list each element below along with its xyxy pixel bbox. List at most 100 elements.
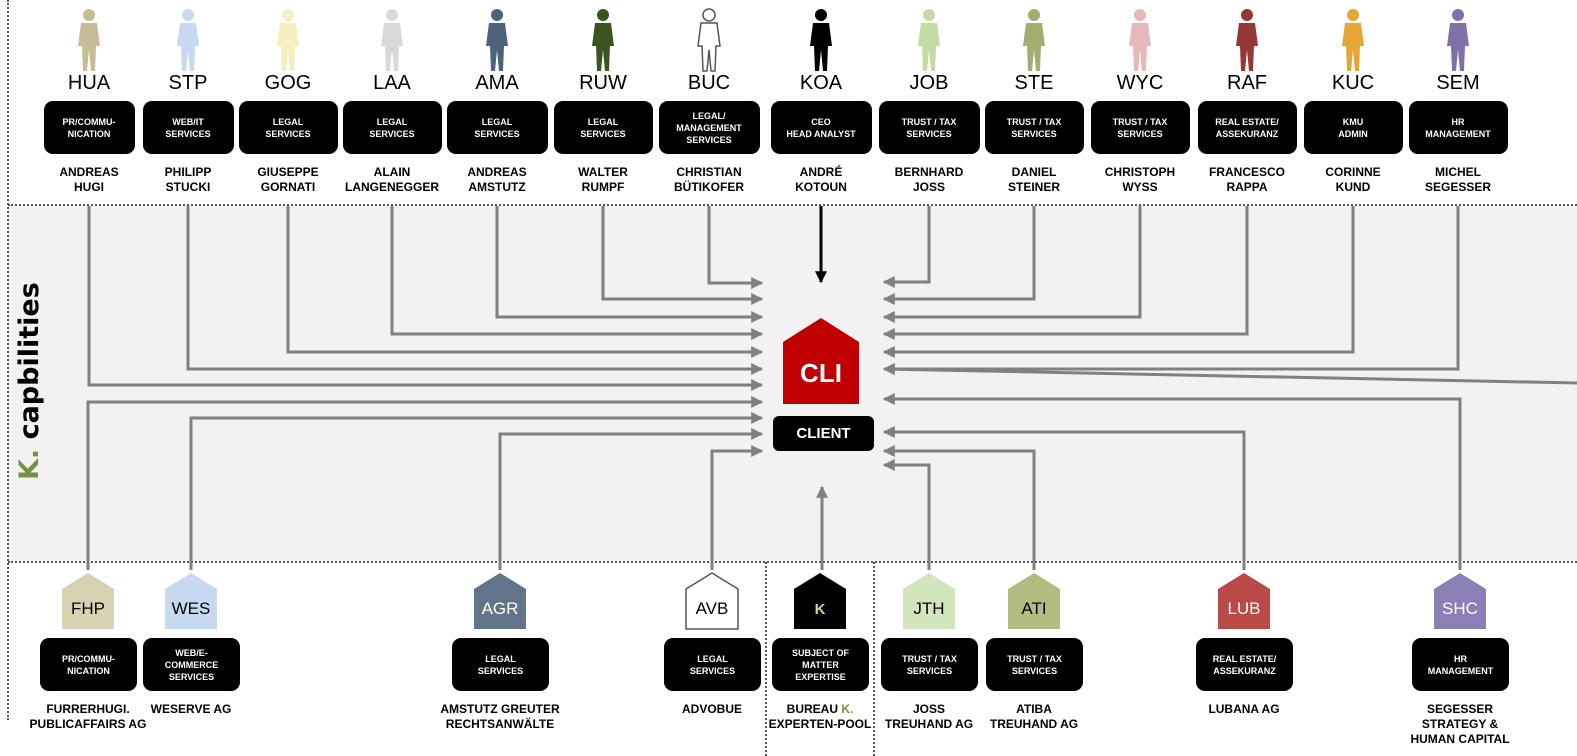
person-role-box: KMU ADMIN: [1303, 101, 1403, 154]
top-dotted-divider: [8, 204, 1577, 206]
person-icon: [697, 8, 721, 72]
entity-role-box: TRUST / TAX SERVICES: [986, 638, 1083, 691]
person-icon: [78, 9, 100, 71]
person-name: WALTER RUMPF: [578, 165, 628, 194]
entity-code: K: [815, 601, 826, 618]
connector-arrow: [882, 206, 1036, 305]
person-hua: HUA: [37, 8, 141, 94]
person-code: RAF: [1227, 72, 1267, 94]
connector-arrow: [882, 363, 1577, 385]
person-icon: [1342, 9, 1364, 71]
entity-role-box: HR MANAGEMENT: [1412, 638, 1509, 691]
capabilities-text: capbilities: [14, 282, 45, 449]
person-role-box: REAL ESTATE/ ASSEKURANZ: [1197, 101, 1297, 154]
person-stp: STP: [136, 8, 240, 94]
connector-arrow: [882, 459, 931, 570]
person-role-box: WEB/IT SERVICES: [142, 101, 234, 154]
person-name: ANDRÉ KOTOUN: [795, 165, 847, 194]
entity-code: JTH: [913, 599, 944, 618]
connector-arrow: [186, 206, 764, 375]
entity-company-name: LUBANA AG: [1208, 702, 1280, 716]
connector-arrow: [86, 396, 764, 570]
entity-company-name: ADVOBUE: [681, 702, 742, 716]
person-role-box: LEGAL SERVICES: [553, 101, 653, 154]
entity-house-icon: ATI: [1008, 573, 1060, 629]
person-icon: [918, 9, 940, 71]
person-icon: [1447, 9, 1469, 71]
person-code: GOG: [264, 72, 312, 94]
person-code: JOB: [909, 72, 949, 94]
person-ruw: RUW: [551, 8, 655, 94]
person-role-box: TRUST / TAX SERVICES: [1090, 101, 1190, 154]
entity-house-icon: AGR: [474, 573, 526, 629]
person-name: CHRISTIAN BÜTIKOFER: [674, 165, 744, 194]
person-icon: [277, 9, 299, 71]
person-icon: [177, 9, 199, 71]
person-role-box: LEGAL/ MANAGEMENT SERVICES: [658, 101, 760, 154]
entity-code: AVB: [696, 599, 729, 618]
connector-arrow: [710, 445, 764, 570]
entity-role-box: WEB/E- COMMERCE SERVICES: [143, 638, 240, 691]
entity-house-icon: K: [794, 573, 846, 629]
connector-arrow: [882, 445, 1036, 570]
entity-company-name: SEGESSER STRATEGY & HUMAN CAPITAL: [1410, 702, 1510, 746]
person-ste: STE: [982, 8, 1086, 94]
person-role-box: CEO HEAD ANALYST: [770, 101, 872, 154]
person-icon: [486, 9, 508, 71]
entity-role-box: TRUST / TAX SERVICES: [881, 638, 978, 691]
company-k: K.: [841, 702, 854, 716]
company-prefix: BUREAU: [786, 702, 842, 716]
expert-pool-right-divider: [873, 562, 875, 756]
client-box: CLIENT: [773, 416, 874, 451]
person-name: CORINNE KUND: [1325, 165, 1381, 194]
person-role-box: HR MANAGEMENT: [1408, 101, 1508, 154]
connector-arrow: [601, 206, 764, 305]
person-name: CHRISTOPH WYSS: [1104, 165, 1176, 194]
connector-arrow: [87, 206, 764, 391]
person-kuc: KUC: [1301, 8, 1405, 94]
person-ama: AMA: [445, 8, 549, 94]
company-suffix: EXPERTEN-POOL: [768, 717, 872, 731]
entity-company-name: JOSS TREUHAND AG: [884, 702, 974, 731]
entity-role-box: LEGAL SERVICES: [664, 638, 761, 691]
person-buc: BUC: [657, 8, 761, 94]
person-name: ALAIN LANGENEGGER: [344, 165, 439, 194]
person-name: DANIEL STEINER: [1007, 165, 1060, 194]
person-name: ANDREAS AMSTUTZ: [467, 165, 527, 194]
person-code: HUA: [67, 72, 111, 94]
person-code: AMA: [475, 72, 519, 94]
client-house-icon: CLI: [783, 318, 859, 404]
client-label: CLIENT: [796, 425, 851, 442]
entity-code: FHP: [71, 599, 105, 618]
person-code: KUC: [1331, 72, 1375, 94]
entity-house-icon: LUB: [1218, 573, 1270, 629]
connector-arrow: [882, 206, 1249, 340]
connector-arrow: [882, 393, 1462, 570]
entity-code: LUB: [1227, 599, 1260, 618]
person-code: WYC: [1116, 72, 1164, 94]
person-code: STE: [1014, 72, 1054, 94]
person-role-box: PR/COMMU- NICATION: [43, 101, 135, 154]
capabilities-k-prefix: K.: [14, 448, 45, 480]
person-code: SEM: [1436, 72, 1480, 94]
left-dotted-border: [7, 0, 9, 720]
entity-house-icon: AVB: [685, 572, 739, 630]
expert-pool-left-divider: [765, 562, 767, 756]
person-name: BERNHARD JOSS: [894, 165, 964, 194]
person-icon: [1129, 9, 1151, 71]
person-job: JOB: [877, 8, 981, 94]
connector-arrow: [882, 206, 1355, 358]
person-code: BUC: [687, 72, 731, 94]
person-icon: [381, 9, 403, 71]
person-code: STP: [168, 72, 208, 94]
entity-role-box: REAL ESTATE/ ASSEKURANZ: [1196, 638, 1293, 691]
connector-arrow: [390, 206, 764, 340]
entity-code: SHC: [1442, 599, 1478, 618]
entity-house-icon: FHP: [62, 573, 114, 629]
person-code: LAA: [373, 72, 411, 94]
entity-house-icon: JTH: [903, 573, 955, 629]
entity-code: WES: [172, 599, 211, 618]
entity-role-box: SUBJECT OF MATTER EXPERTISE: [772, 638, 869, 691]
person-sem: SEM: [1406, 8, 1510, 94]
